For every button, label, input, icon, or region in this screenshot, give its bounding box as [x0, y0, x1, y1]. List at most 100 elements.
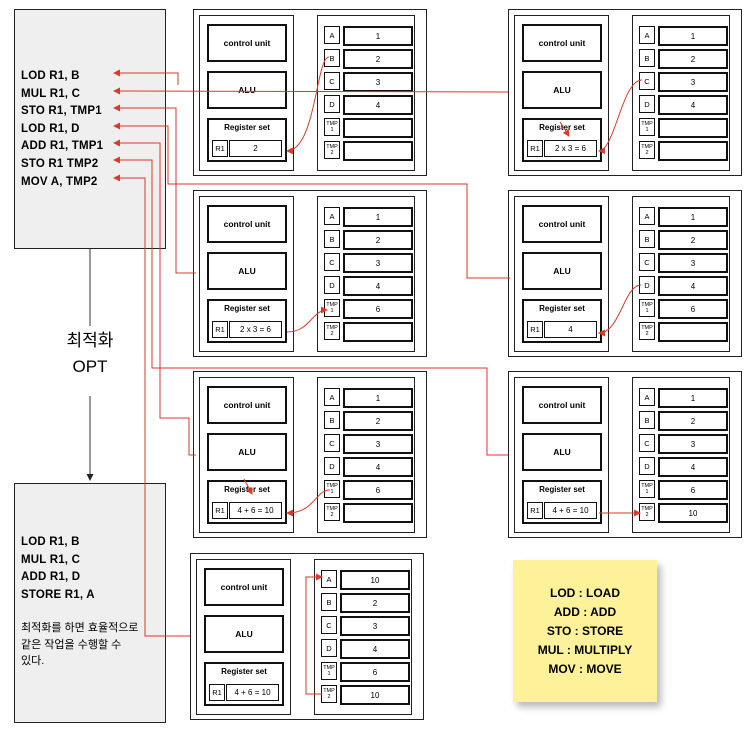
register-name-a: A: [324, 207, 340, 225]
register-name-c: C: [321, 616, 337, 634]
alu: ALU: [522, 252, 602, 290]
r1-label: R1: [527, 321, 543, 338]
cpu-core: control unit ALU Register set R1 2: [199, 15, 294, 171]
register-value: [343, 322, 413, 342]
register-value: 1: [658, 388, 728, 408]
control-unit: control unit: [207, 205, 287, 243]
r1-label: R1: [212, 140, 228, 157]
register-set: Register set R1 2 x 3 = 6: [522, 118, 602, 162]
register-value: 2: [658, 49, 728, 69]
alu: ALU: [522, 71, 602, 109]
register-value: [658, 141, 728, 161]
register-value: 3: [658, 253, 728, 273]
register-name-b: B: [324, 411, 340, 429]
register-value: 4: [343, 95, 413, 115]
r1-label: R1: [212, 502, 228, 519]
code-line: ADD R1, TMP1: [21, 140, 104, 153]
register-name-c: C: [639, 434, 655, 452]
r1-label: R1: [209, 684, 225, 701]
register-set-title: Register set: [221, 667, 267, 676]
legend-entry: ADD : ADD: [553, 604, 617, 619]
register-value: 4: [658, 95, 728, 115]
code-line: ADD R1, D: [21, 571, 81, 584]
legend-entry: LOD : LOAD: [550, 585, 620, 600]
register-value: 3: [340, 616, 410, 636]
register-name-c: C: [639, 253, 655, 271]
cpu-state-panel: control unit ALU Register set R1 2 x 3 =…: [508, 9, 742, 176]
register-set-title: Register set: [224, 304, 270, 313]
register-value: 10: [340, 685, 410, 705]
register-value: 6: [340, 662, 410, 682]
register-set: Register set R1 4 + 6 = 10: [522, 480, 602, 524]
r1-label: R1: [527, 140, 543, 157]
register-set: Register set R1 4 + 6 = 10: [204, 662, 284, 706]
cpu-state-panel: control unit ALU Register set R1 2 x 3 =…: [193, 190, 427, 357]
register-name-d: D: [639, 457, 655, 475]
register-name-b: B: [321, 593, 337, 611]
control-unit: control unit: [207, 386, 287, 424]
register-value: 1: [343, 207, 413, 227]
optimize-label: 최적화 OPT: [48, 328, 132, 380]
register-name-a: A: [639, 207, 655, 225]
register-name-a: A: [324, 388, 340, 406]
register-value: 10: [340, 570, 410, 590]
legend-entry: MUL : MULTIPLY: [537, 642, 633, 657]
r1-value: 4 + 6 = 10: [544, 502, 597, 519]
optimized-code-listing: LOD R1, B MUL R1, C ADD R1, D STORE R1, …: [21, 534, 95, 604]
cpu-core: control unit ALU Register set R1 4 + 6 =…: [199, 377, 294, 533]
register-value: 2: [343, 230, 413, 250]
register-value: 1: [658, 207, 728, 227]
register-name-d: D: [639, 95, 655, 113]
optimization-note: 최적화를 하면 효율적으로 같은 작업을 수행할 수 있다.: [21, 622, 139, 667]
control-unit: control unit: [522, 205, 602, 243]
alu: ALU: [207, 252, 287, 290]
register-value: [658, 118, 728, 138]
register-value: [343, 141, 413, 161]
register-value: 3: [343, 72, 413, 92]
r1-value: 2 x 3 = 6: [229, 321, 282, 338]
register-value: 2: [343, 49, 413, 69]
register-transfer-arrows: [243, 56, 643, 695]
r1-label: R1: [212, 321, 228, 338]
r1-label: R1: [527, 502, 543, 519]
code-line: MOV A, TMP2: [21, 175, 98, 188]
register-set-title: Register set: [539, 123, 585, 132]
register-name-a: A: [324, 26, 340, 44]
register-value: [343, 503, 413, 523]
register-value: 3: [658, 434, 728, 454]
alu: ALU: [207, 71, 287, 109]
opcode-legend-note: LOD : LOAD ADD : ADD STO : STORE MUL : M…: [513, 560, 657, 702]
register-value: 1: [343, 26, 413, 46]
register-value: 3: [343, 434, 413, 454]
register-value: 2: [658, 230, 728, 250]
cpu-core: control unit ALU Register set R1 4 + 6 =…: [514, 377, 609, 533]
instruction-links: [113, 69, 510, 637]
code-line: STO R1, TMP1: [21, 105, 102, 118]
register-name-c: C: [324, 253, 340, 271]
register-value: 4: [658, 457, 728, 477]
register-value: 1: [343, 388, 413, 408]
register-name-d: D: [324, 276, 340, 294]
register-set: Register set R1 2: [207, 118, 287, 162]
register-value: 3: [658, 72, 728, 92]
r1-value: 2: [229, 140, 282, 157]
code-line: MUL R1, C: [21, 87, 81, 100]
code-line: LOD R1, B: [21, 70, 80, 82]
register-value: [343, 118, 413, 138]
register-set: Register set R1 4: [522, 299, 602, 343]
register-value: 2: [340, 593, 410, 613]
optimized-code-box: LOD R1, B MUL R1, C ADD R1, D STORE R1, …: [14, 483, 166, 723]
register-value: 2: [658, 411, 728, 431]
